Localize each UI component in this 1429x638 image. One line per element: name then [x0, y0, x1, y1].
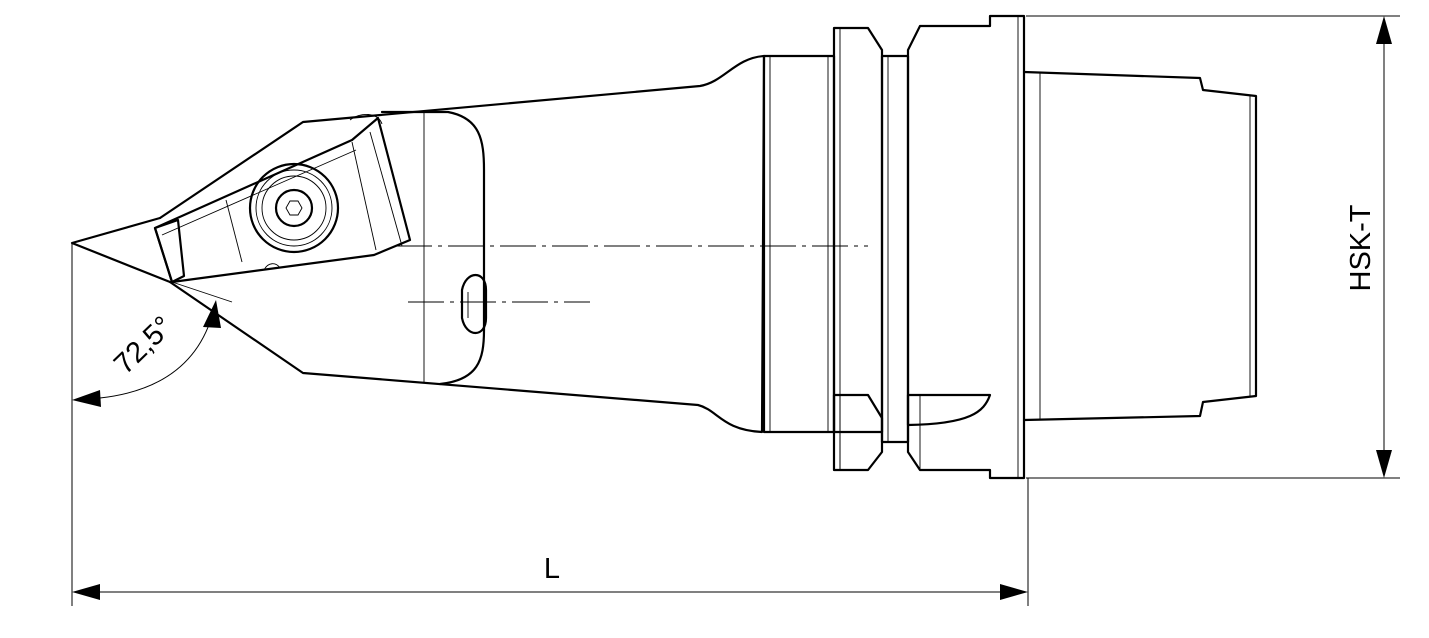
hsk-shank	[762, 14, 1258, 480]
side-pin	[460, 273, 488, 335]
length-dimension	[71, 243, 1029, 606]
angle-dimension	[72, 300, 221, 407]
holder-body	[70, 54, 766, 434]
length-label: L	[544, 553, 560, 585]
hsk-label: HSK-T	[1345, 204, 1377, 291]
angle-reference-line	[171, 281, 233, 303]
hsk-dimension	[1026, 15, 1400, 479]
clamp-assembly	[153, 114, 412, 284]
clamp-screw	[248, 162, 340, 254]
angle-label: 72,5°	[108, 310, 179, 380]
